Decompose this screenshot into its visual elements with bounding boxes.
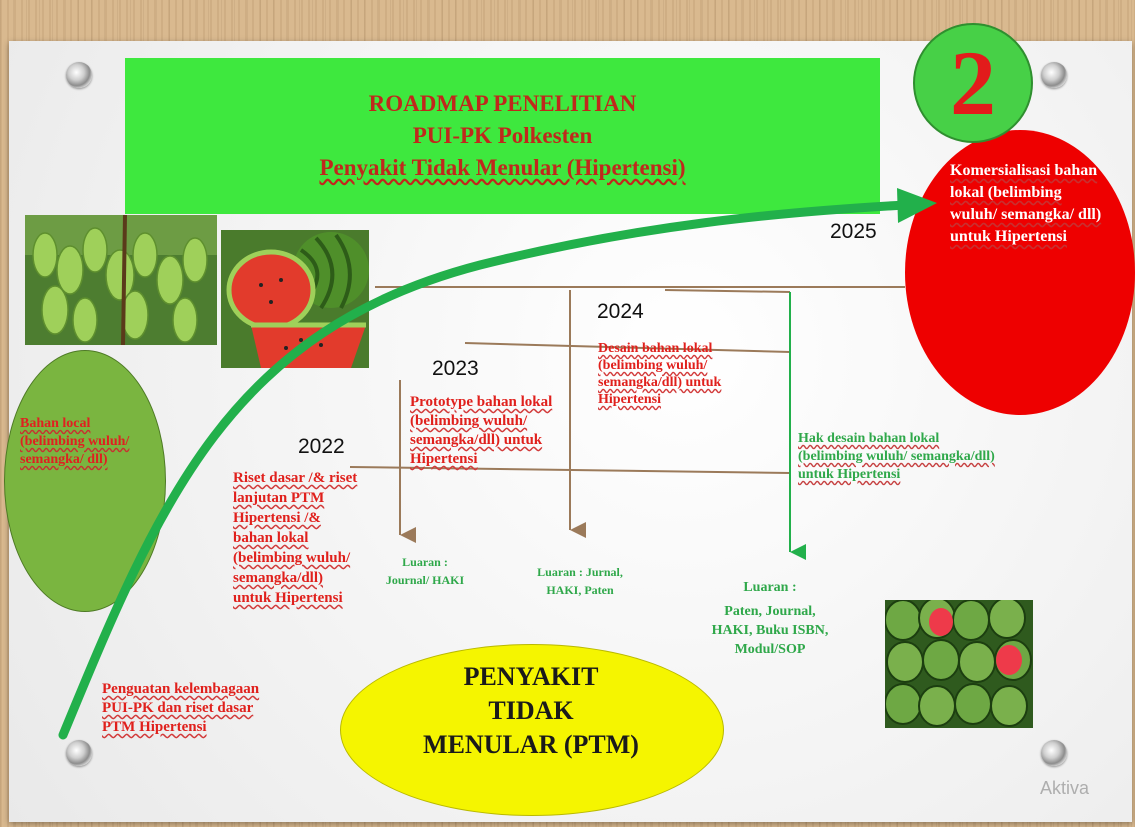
- pin-top-left-icon: [66, 62, 92, 88]
- output-2024: Luaran : Jurnal, HAKI, Paten: [537, 565, 623, 597]
- ptm-oval-text: PENYAKIT TIDAK MENULAR (PTM): [423, 662, 639, 759]
- starfruit-photo: [25, 215, 217, 345]
- ptm-oval: [340, 644, 724, 816]
- growth-arrow: [58, 200, 910, 740]
- slide-number-badge: 2: [913, 23, 1033, 143]
- milestone-base: Penguatan kelembagaan PUI-PK dan riset d…: [102, 681, 260, 735]
- commercialization-oval-text: Komersialisasi bahan lokal (belimbing wu…: [950, 162, 1102, 245]
- output-2025-title: Luaran :: [743, 580, 797, 595]
- source-oval-text: Bahan local (belimbing wuluh/ semangka/ …: [20, 416, 130, 467]
- title-box: ROADMAP PENELITIAN PUI-PK Polkesten Peny…: [125, 58, 880, 214]
- commercialization-oval: [905, 130, 1135, 415]
- pin-top-right-icon: [1041, 62, 1067, 88]
- line-2025-short: [664, 289, 791, 293]
- output-2023: Luaran : Journal/ HAKI: [385, 555, 465, 587]
- pin-bottom-right-icon: [1041, 740, 1067, 766]
- line-2023: [464, 342, 791, 353]
- watermelon-pile-photo: [885, 600, 1033, 728]
- year-2023: 2023: [432, 357, 479, 380]
- watermark: Aktiva: [1040, 778, 1090, 798]
- milestone-2024: Desain bahan lokal (belimbing wuluh/ sem…: [598, 341, 722, 407]
- year-2022: 2022: [298, 435, 345, 458]
- milestone-2022: Riset dasar /& riset lanjutan PTM Hipert…: [233, 470, 358, 606]
- growth-arrow-head: [897, 188, 937, 223]
- watermelon-photo: [221, 230, 369, 368]
- title-line-3: Penyakit Tidak Menular (Hipertensi): [319, 155, 686, 180]
- title-line-2: PUI-PK Polkesten: [412, 123, 593, 148]
- milestone-2025: Hak desain bahan lokal (belimbing wuluh/…: [798, 431, 995, 482]
- year-2025: 2025: [830, 220, 877, 243]
- title-line-1: ROADMAP PENELITIAN: [368, 91, 637, 116]
- milestone-2023: Prototype bahan lokal (belimbing wuluh/ …: [410, 394, 553, 467]
- year-2024: 2024: [597, 300, 644, 323]
- output-2025-body: Paten, Journal, HAKI, Buku ISBN, Modul/S…: [711, 604, 829, 657]
- pin-bottom-left-icon: [66, 740, 92, 766]
